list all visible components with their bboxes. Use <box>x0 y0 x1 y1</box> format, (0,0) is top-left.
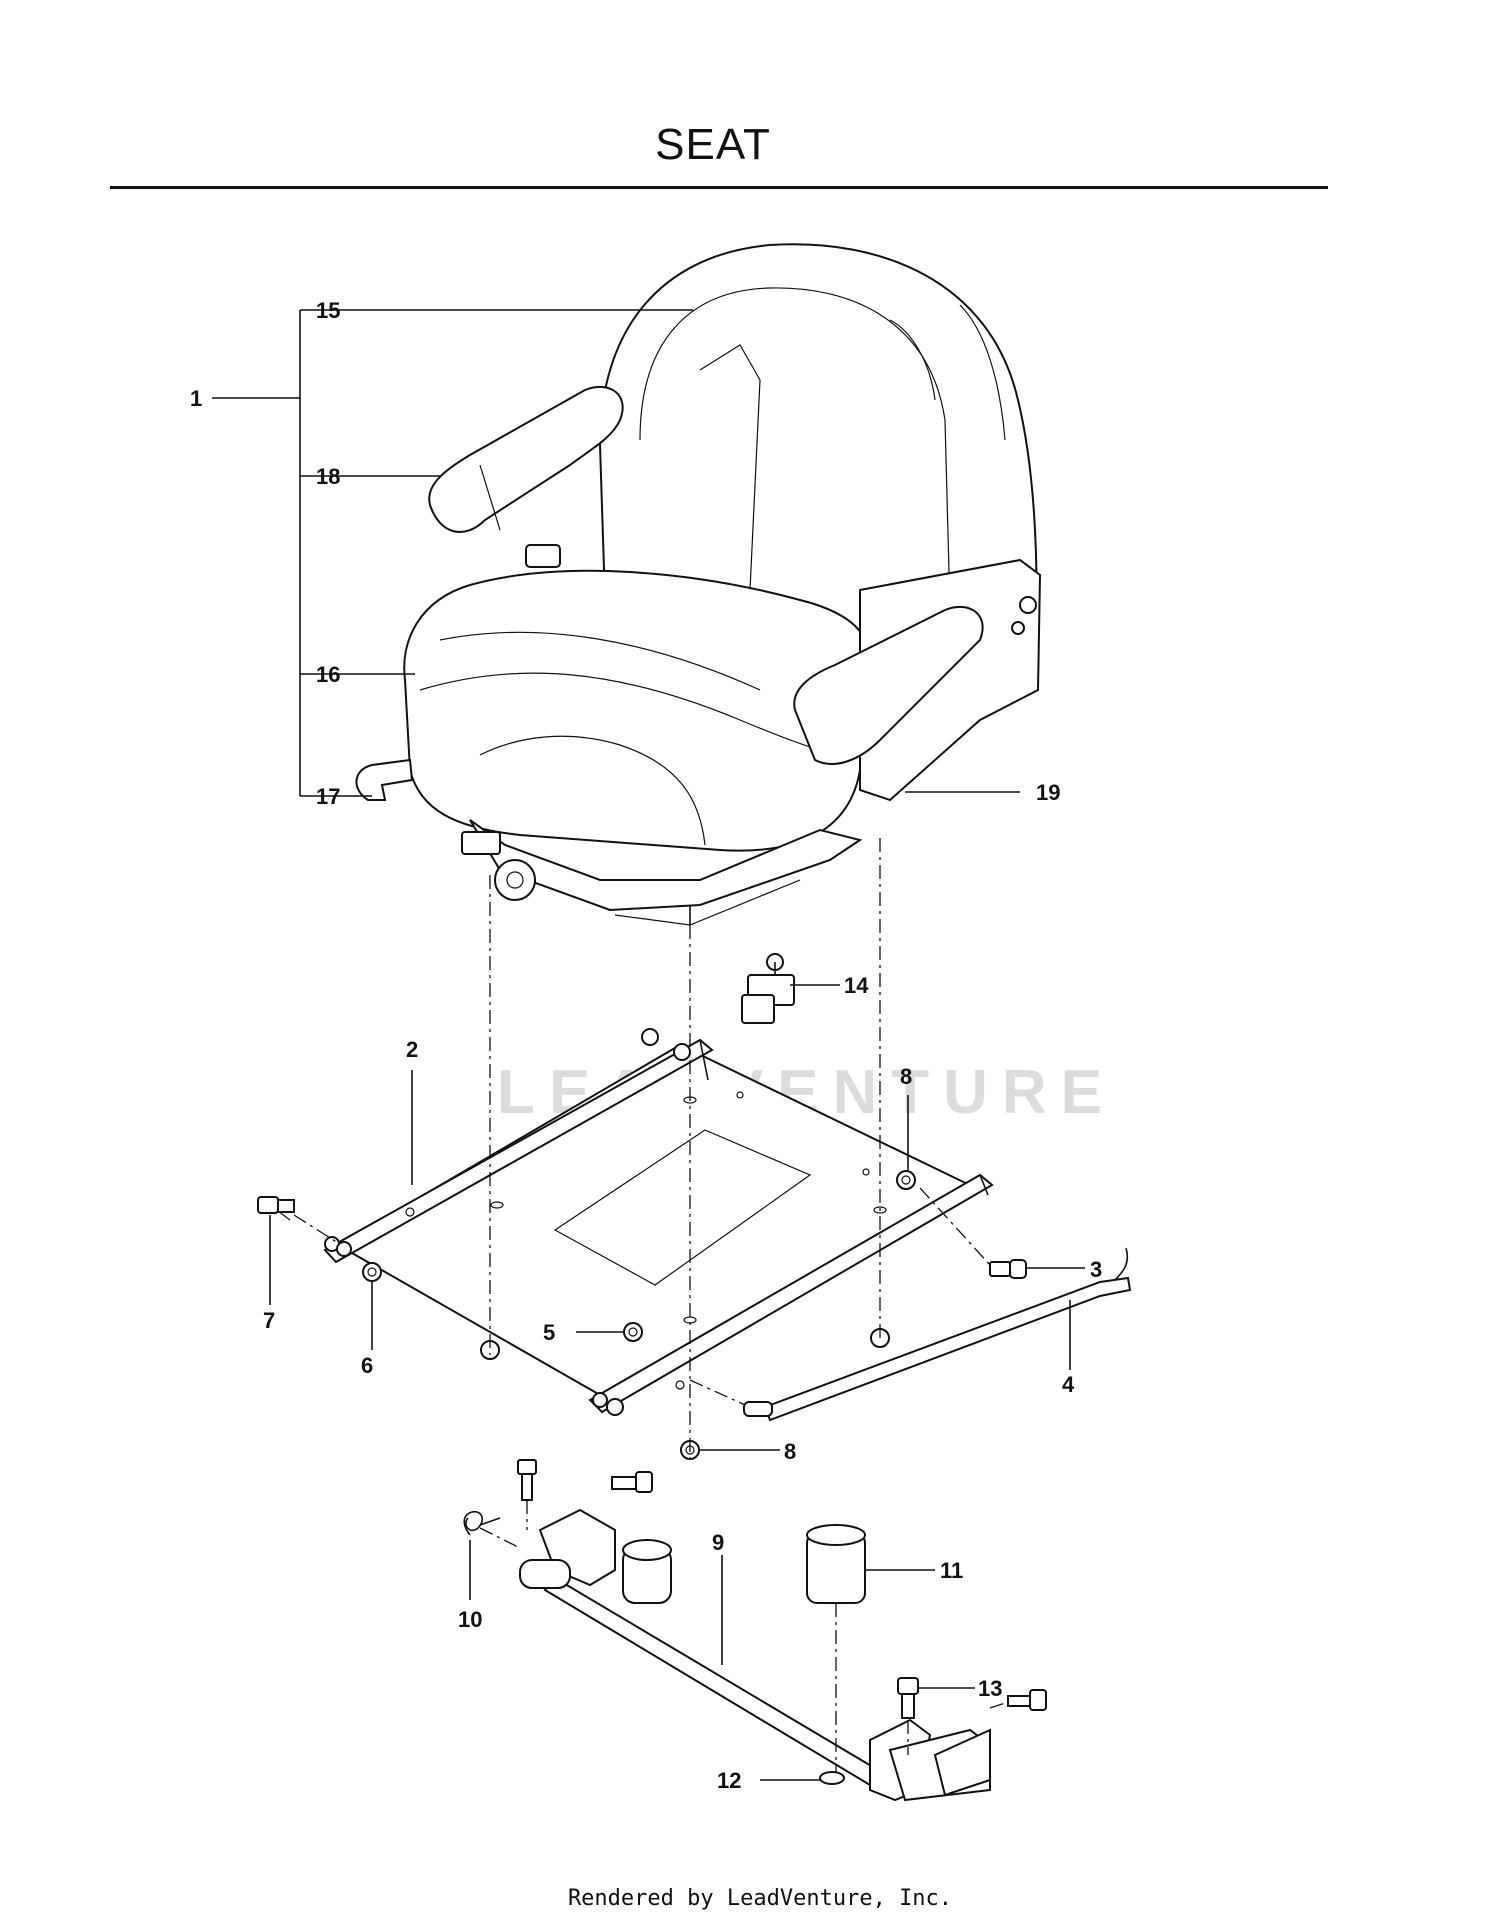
page-title: SEAT <box>655 120 771 169</box>
torsion-spring-10 <box>463 1510 501 1536</box>
link-rod <box>763 1276 1132 1422</box>
callout-8-lower: 8 <box>784 1439 796 1464</box>
callout-1: 1 <box>190 386 202 411</box>
washer-12 <box>819 1771 845 1785</box>
seat-assembly[interactable] <box>355 243 1042 926</box>
pivot-shaft <box>543 1576 880 1787</box>
seat-switch[interactable] <box>741 953 795 1024</box>
seat-base-pan <box>469 819 863 912</box>
centerlines <box>293 838 1009 1772</box>
plate-cutout <box>553 1129 812 1286</box>
right-slide-rail <box>588 1173 994 1414</box>
callout-3: 3 <box>1090 1257 1102 1282</box>
callout-11: 11 <box>940 1558 963 1583</box>
callout-4: 4 <box>1062 1372 1075 1397</box>
callout-10: 10 <box>458 1607 482 1632</box>
adjuster-knob <box>494 859 536 901</box>
footer-credit: Rendered by LeadVenture, Inc. <box>567 1886 953 1911</box>
top-bolt-right <box>611 1471 653 1493</box>
callout-7: 7 <box>263 1308 275 1333</box>
slide-handle <box>355 758 414 801</box>
back-knob <box>525 544 561 568</box>
callout-13: 13 <box>978 1676 1002 1701</box>
right-bracket <box>859 558 1042 802</box>
seat-plate-assembly[interactable] <box>257 1028 1132 1460</box>
left-slide-rail <box>323 1038 714 1264</box>
callout-2: 2 <box>406 1037 418 1062</box>
callout-6: 6 <box>361 1353 373 1378</box>
right-armrest <box>793 605 984 765</box>
callout-14: 14 <box>844 973 869 998</box>
washer-5 <box>623 1322 643 1342</box>
callout-8-upper: 8 <box>900 1064 912 1089</box>
callout-12: 12 <box>717 1768 741 1793</box>
callout-19: 19 <box>1036 780 1060 805</box>
callout-18: 18 <box>316 464 340 489</box>
callout-16: 16 <box>316 662 340 687</box>
callout-17: 17 <box>316 784 340 809</box>
callout-9: 9 <box>712 1530 724 1555</box>
nut-6 <box>362 1262 382 1282</box>
bolt-13 <box>897 1677 919 1719</box>
slide-latch <box>461 831 501 855</box>
top-bolt-left <box>517 1459 537 1501</box>
side-bolt <box>1007 1689 1047 1711</box>
nut-8-upper <box>896 1170 916 1190</box>
callout-15: 15 <box>316 298 340 323</box>
bumper-11 <box>806 1524 866 1604</box>
left-armrest <box>428 385 624 533</box>
callout-5: 5 <box>543 1320 555 1345</box>
callout-labels: 1 2 3 4 5 6 7 8 8 9 10 11 12 13 14 15 16… <box>190 298 1102 1793</box>
bolt-7 <box>257 1196 295 1221</box>
bolt-3 <box>989 1259 1027 1279</box>
leader-lines <box>212 309 1085 1781</box>
pivot-assembly[interactable] <box>463 1459 1047 1802</box>
title-divider <box>110 186 1328 189</box>
seat-back <box>598 243 1038 652</box>
